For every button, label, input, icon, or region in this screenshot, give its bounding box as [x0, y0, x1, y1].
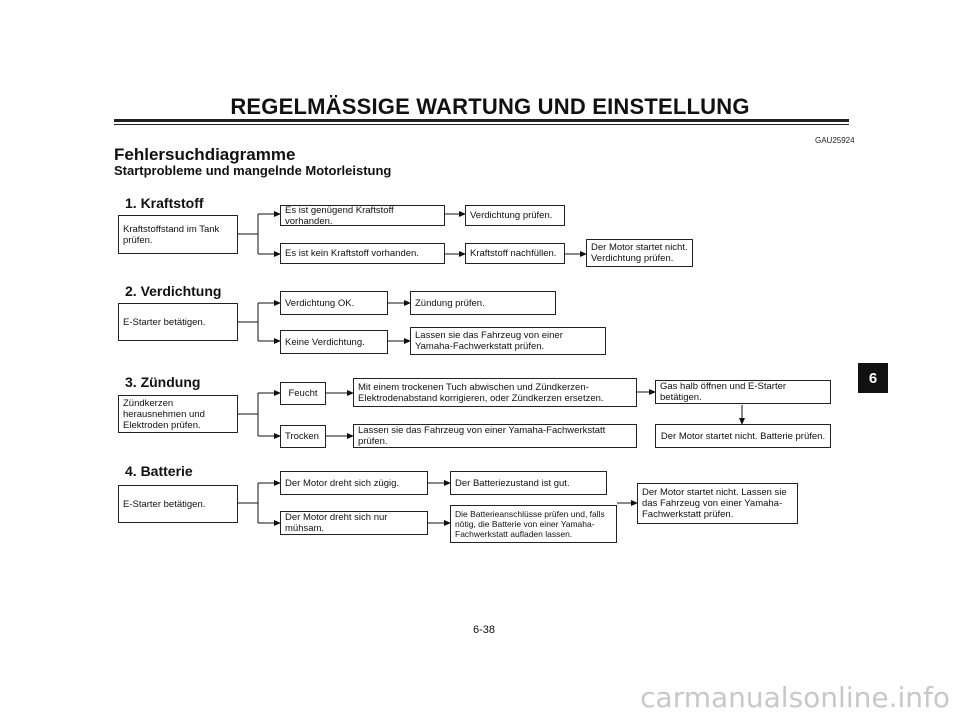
- section-title-compression: 2. Verdichtung: [125, 283, 222, 299]
- header-rule-thick: [114, 119, 849, 122]
- compression-ok-next-box: Zündung prüfen.: [410, 291, 556, 315]
- fuel-start-text: Kraftstoffstand im Tank prüfen.: [123, 223, 220, 246]
- compression-none-next-text: Lassen sie das Fahrzeug von einer Yamaha…: [415, 330, 563, 352]
- header-rule-thin: [114, 124, 849, 125]
- fuel-none-text: Es ist kein Kraftstoff vorhanden.: [285, 248, 419, 259]
- battery-fast-text: Der Motor dreht sich zügig.: [285, 477, 400, 489]
- ignition-final-box: Der Motor startet nicht. Batterie prüfen…: [655, 424, 831, 448]
- section-title-ignition: 3. Zündung: [125, 374, 201, 390]
- compression-ok-text: Verdichtung OK.: [285, 297, 355, 309]
- battery-slow-box: Der Motor dreht sich nur mühsam.: [280, 511, 428, 535]
- fuel-enough-box: Es ist genügend Kraftstoff vorhanden.: [280, 204, 445, 227]
- fuel-none-final-box: Der Motor startet nicht. Verdichtung prü…: [586, 239, 693, 267]
- section-subheading: Startprobleme und mangelnde Motorleistun…: [114, 163, 392, 178]
- compression-ok-next-text: Zündung prüfen.: [415, 297, 485, 309]
- compression-start-box: E-Starter betätigen.: [118, 303, 238, 341]
- ignition-dry-next-box: Lassen sie das Fahrzeug von einer Yamaha…: [353, 424, 637, 448]
- battery-fast-box: Der Motor dreht sich zügig.: [280, 471, 428, 495]
- ignition-wet-final-box: Gas halb öffnen und E-Starter betätigen.: [655, 380, 831, 404]
- compression-ok-box: Verdichtung OK.: [280, 291, 388, 315]
- ignition-dry-next-text: Lassen sie das Fahrzeug von einer Yamaha…: [358, 425, 606, 447]
- section-title-battery: 4. Batterie: [125, 463, 193, 479]
- fuel-none-final-text: Der Motor startet nicht. Verdichtung prü…: [591, 242, 688, 264]
- fuel-start-box: Kraftstoffstand im Tank prüfen.: [118, 215, 238, 254]
- compression-start-text: E-Starter betätigen.: [123, 316, 206, 328]
- fuel-enough-next-box: Verdichtung prüfen.: [465, 205, 565, 226]
- page-header-title: REGELMÄSSIGE WARTUNG UND EINSTELLUNG: [230, 94, 750, 119]
- ignition-dry-text: Trocken: [285, 431, 319, 442]
- fuel-none-box: Es ist kein Kraftstoff vorhanden.: [280, 243, 445, 264]
- section-heading: Fehlersuchdiagramme: [114, 145, 296, 164]
- battery-slow-next-text: Die Batterieanschlüsse prüfen und, falls…: [455, 509, 605, 539]
- ignition-start-text: Zündkerzen herausnehmen und Elektroden p…: [123, 397, 205, 431]
- ignition-start-box: Zündkerzen herausnehmen und Elektroden p…: [118, 395, 238, 433]
- fuel-none-next-text: Kraftstoff nachfüllen.: [470, 248, 557, 259]
- chapter-tab: 6: [858, 363, 888, 393]
- ignition-wet-next-text: Mit einem trockenen Tuch abwischen und Z…: [358, 381, 604, 404]
- ignition-wet-final-text: Gas halb öffnen und E-Starter betätigen.: [660, 381, 787, 403]
- compression-none-next-box: Lassen sie das Fahrzeug von einer Yamaha…: [410, 327, 606, 355]
- page-number: 6-38: [472, 624, 496, 636]
- battery-final-box: Der Motor startet nicht. Lassen sie das …: [637, 483, 798, 524]
- ignition-wet-text: Feucht: [288, 388, 318, 399]
- fuel-enough-next-text: Verdichtung prüfen.: [470, 210, 553, 221]
- compression-none-box: Keine Verdichtung.: [280, 330, 388, 354]
- battery-start-text: E-Starter betätigen.: [123, 498, 206, 510]
- watermark: carmanualsonline.info: [640, 681, 950, 714]
- ignition-final-text: Der Motor startet nicht. Batterie prüfen…: [660, 430, 826, 442]
- battery-slow-text: Der Motor dreht sich nur mühsam.: [285, 512, 388, 534]
- battery-fast-next-text: Der Batteriezustand ist gut.: [455, 477, 570, 489]
- ignition-wet-box: Feucht: [280, 382, 326, 405]
- battery-final-text: Der Motor startet nicht. Lassen sie das …: [642, 487, 787, 520]
- battery-start-box: E-Starter betätigen.: [118, 485, 238, 523]
- fuel-enough-text: Es ist genügend Kraftstoff vorhanden.: [285, 204, 394, 227]
- ignition-wet-next-box: Mit einem trockenen Tuch abwischen und Z…: [353, 378, 637, 407]
- fuel-none-next-box: Kraftstoff nachfüllen.: [465, 243, 565, 264]
- battery-fast-next-box: Der Batteriezustand ist gut.: [450, 471, 607, 495]
- battery-slow-next-box: Die Batterieanschlüsse prüfen und, falls…: [450, 505, 617, 543]
- reference-code: GAU25924: [815, 136, 855, 145]
- section-title-fuel: 1. Kraftstoff: [125, 195, 204, 211]
- compression-none-text: Keine Verdichtung.: [285, 336, 365, 348]
- ignition-dry-box: Trocken: [280, 425, 326, 448]
